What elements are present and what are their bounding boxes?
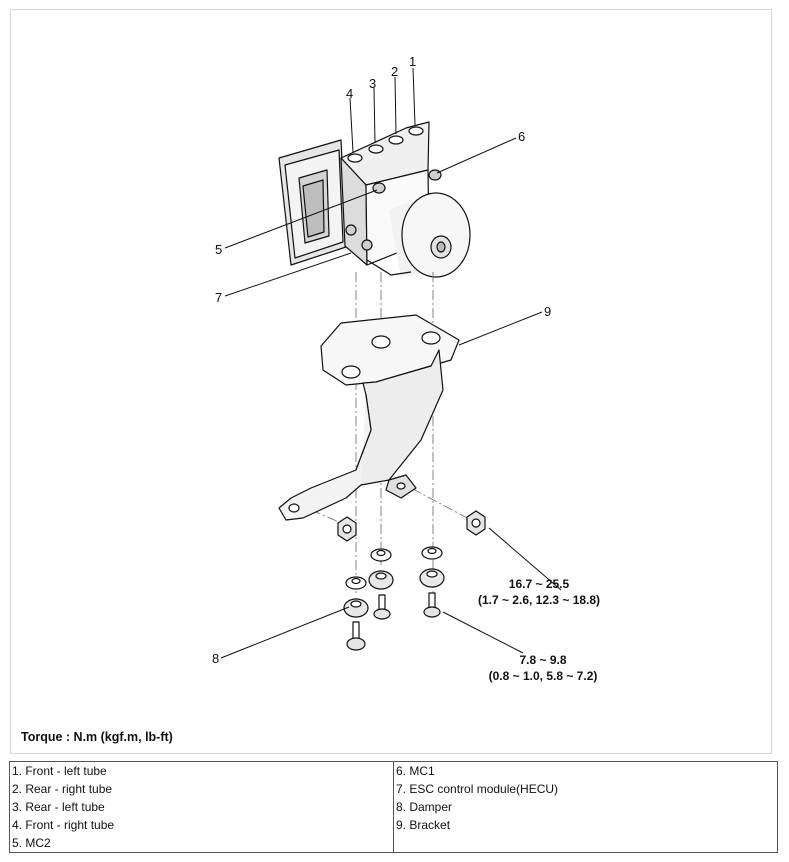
legend-item: 7. ESC control module(HECU) xyxy=(396,782,559,796)
callout-3: 3 xyxy=(369,76,376,91)
legend-item: 9. Bracket xyxy=(396,818,451,832)
hecu-bolts xyxy=(346,592,441,651)
legend-column-left: 1. Front - left tube 2. Rear - right tub… xyxy=(9,761,394,853)
callout-1: 1 xyxy=(409,54,416,69)
callout-6: 6 xyxy=(518,129,525,144)
exploded-view-drawing: 1 2 3 4 5 6 7 8 9 16.7 ~ 25.5 (1.7 ~ 2.6… xyxy=(212,54,600,683)
legend-item: 3. Rear - left tube xyxy=(12,800,105,814)
callout-5: 5 xyxy=(215,242,222,257)
hecu-unit xyxy=(278,121,471,278)
legend-item: 4. Front - right tube xyxy=(12,818,115,832)
legend-column-right: 6. MC1 7. ESC control module(HECU) 8. Da… xyxy=(393,761,778,853)
callout-2: 2 xyxy=(391,64,398,79)
dampers xyxy=(343,546,445,618)
legend-item: 5. MC2 xyxy=(12,836,51,850)
hecu-torque-conversion: (0.8 ~ 1.0, 5.8 ~ 7.2) xyxy=(489,669,598,683)
diagram-figure: 1 2 3 4 5 6 7 8 9 16.7 ~ 25.5 (1.7 ~ 2.6… xyxy=(10,9,772,754)
legend-item: 2. Rear - right tube xyxy=(12,782,113,796)
bracket-nuts xyxy=(337,510,486,542)
leader-lines xyxy=(220,67,562,659)
parts-legend-table: 1. Front - left tube 2. Rear - right tub… xyxy=(9,761,778,853)
callout-8: 8 xyxy=(212,651,219,666)
bracket xyxy=(278,314,460,521)
bracket-torque-conversion: (1.7 ~ 2.6, 12.3 ~ 18.8) xyxy=(478,593,600,607)
legend-item: 8. Damper xyxy=(396,800,453,814)
callout-4: 4 xyxy=(346,86,353,101)
torque-unit-note: Torque : N.m (kgf.m, lb-ft) xyxy=(21,730,173,744)
legend-item: 6. MC1 xyxy=(396,764,435,778)
hecu-torque-value: 7.8 ~ 9.8 xyxy=(519,653,566,667)
callout-9: 9 xyxy=(544,304,551,319)
bracket-torque-value: 16.7 ~ 25.5 xyxy=(509,577,570,591)
callout-7: 7 xyxy=(215,290,222,305)
legend-item: 1. Front - left tube xyxy=(12,764,107,778)
